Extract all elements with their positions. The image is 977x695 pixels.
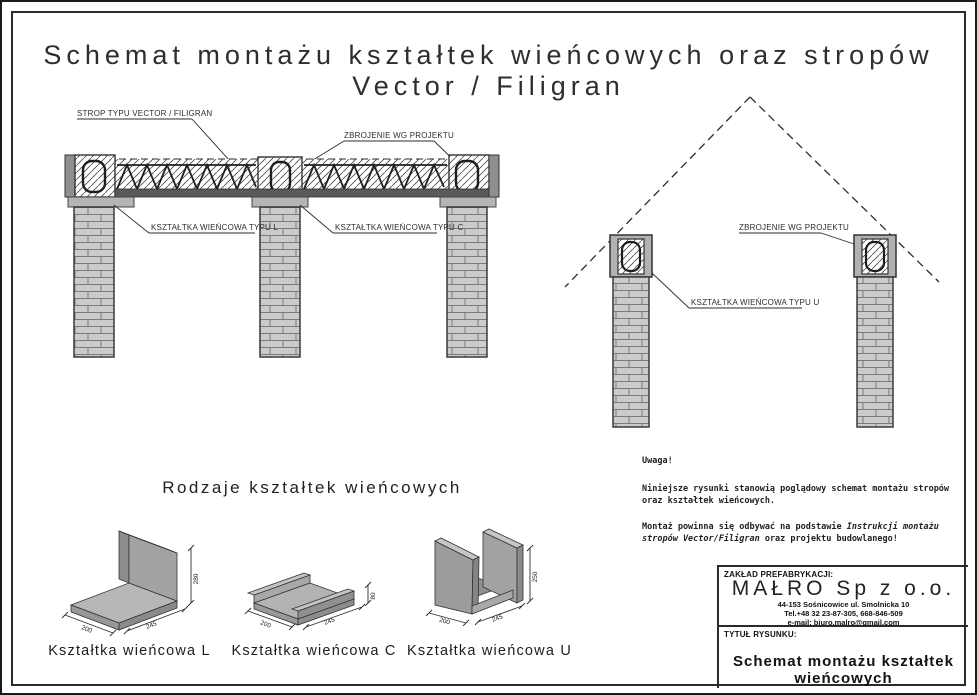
note-p2-suffix: oraz projektu budowlanego! xyxy=(759,534,898,544)
note-p2-italic: Instrukcji montażu stropów Vector/Filigr… xyxy=(642,522,939,544)
company-email: e-mail: biuro.malro@gmail.com xyxy=(787,618,900,627)
gable-diagram: ZBROJENIE WG PROJEKTU KSZTAŁTKA WIEŃCOWA… xyxy=(564,96,940,428)
masonry-walls xyxy=(73,206,488,358)
shape-c-caption: Kształtka wieńcowa C xyxy=(231,643,397,659)
title-block: ZAKŁAD PREFABRYKACJI: MAŁRO Sp z o.o. 44… xyxy=(717,565,968,688)
type-l-label: KSZTAŁTKA WIEŃCOWA TYPU L xyxy=(151,223,278,232)
dim-height: 250 xyxy=(532,571,539,582)
rebar-loop xyxy=(81,159,107,194)
dim-width: 245 xyxy=(323,616,336,626)
title-block-drawing-row: TYTUŁ RYSUNKU: Schemat montażu kształtek… xyxy=(719,627,968,687)
lattice-truss xyxy=(116,162,447,192)
precast-plate xyxy=(114,188,490,198)
strop-type-label: STROP TYPU VECTOR / FILIGRAN xyxy=(77,109,212,118)
rebar-loop xyxy=(620,240,642,273)
note-heading: Uwaga! xyxy=(642,456,673,466)
type-c-label: KSZTAŁTKA WIEŃCOWA TYPU C xyxy=(335,223,463,232)
right-pillar xyxy=(853,234,897,428)
slab-section-diagram: STROP TYPU VECTOR / FILIGRAN ZBROJENIE W… xyxy=(64,109,500,358)
page-title: Schemat montażu kształtek wieńcowych ora… xyxy=(43,40,934,101)
company-contact: 44-153 Sośnicowice ul. Smolnicka 10 Tel.… xyxy=(719,600,968,627)
note-paragraph-2: Montaż powinna się odbywać na podstawie … xyxy=(642,521,954,545)
drawing-title: Schemat montażu kształtek wieńcowych xyxy=(733,653,954,687)
note-p2-prefix: Montaż powinna się odbywać na podstawie xyxy=(642,522,847,532)
note-paragraph-1: Niniejsze rysunki stanowią poglądowy sch… xyxy=(642,484,950,506)
reinforcement-label: ZBROJENIE WG PROJEKTU xyxy=(739,223,849,232)
company-name: MAŁRO Sp z o.o. xyxy=(731,577,956,600)
shape-l-caption: Kształtka wieńcowa L xyxy=(48,643,211,659)
shape-u-isometric: 200 245 250 xyxy=(425,528,539,627)
dim-depth: 200 xyxy=(259,619,272,629)
roof-outline xyxy=(564,96,940,288)
company-address: 44-153 Sośnicowice ul. Smolnicka 10 xyxy=(777,600,910,609)
title-block-manufacturer-row: ZAKŁAD PREFABRYKACJI: MAŁRO Sp z o.o. 44… xyxy=(719,567,968,627)
floor-slab xyxy=(64,154,500,208)
reinforcement-label: ZBROJENIE WG PROJEKTU xyxy=(344,131,454,140)
manufacturer-label: ZAKŁAD PREFABRYKACJI: xyxy=(724,570,834,579)
dim-height: 280 xyxy=(193,573,200,584)
left-pillar xyxy=(609,234,653,428)
shape-l-isometric: 200 245 280 xyxy=(61,530,200,637)
rebar-loop xyxy=(864,240,886,273)
type-u-label: KSZTAŁTKA WIEŃCOWA TYPU U xyxy=(691,298,819,307)
dim-height: 80 xyxy=(370,592,377,600)
note-block: Uwaga! Niniejsze rysunki stanowią pogląd… xyxy=(642,455,954,545)
dim-width: 245 xyxy=(491,613,504,623)
drawing-title-label: TYTUŁ RYSUNKU: xyxy=(724,630,797,639)
company-phone: Tel.+48 32 23-87-305, 668-846-509 xyxy=(784,609,903,618)
shapes-section-heading: Rodzaje kształtek wieńcowych xyxy=(162,478,462,497)
shape-u-caption: Kształtka wieńcowa U xyxy=(406,643,573,659)
dim-width: 245 xyxy=(145,620,158,631)
dim-depth: 200 xyxy=(438,617,451,627)
shape-c-isometric: 200 245 80 xyxy=(244,572,377,631)
dim-depth: 200 xyxy=(80,624,93,635)
